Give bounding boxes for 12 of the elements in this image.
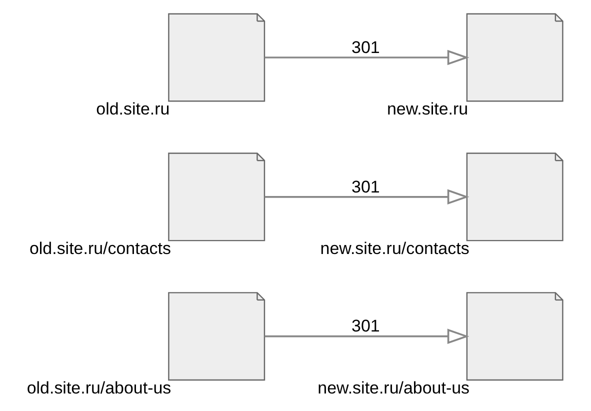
node-label: new.site.ru/about-us (317, 378, 470, 398)
arrow (264, 328, 469, 344)
node-label: old.site.ru (96, 99, 170, 118)
edge-label: 301 (351, 37, 380, 56)
arrow (264, 188, 469, 204)
node-label: new.site.ru/contacts (320, 238, 469, 258)
edge-label: 301 (351, 176, 380, 196)
arrow (264, 49, 469, 65)
node-label: old.site.ru/about-us (26, 378, 171, 398)
edge-label: 301 (351, 316, 380, 336)
node-label: new.site.ru (386, 99, 468, 118)
node-label: old.site.ru/contacts (28, 238, 170, 258)
